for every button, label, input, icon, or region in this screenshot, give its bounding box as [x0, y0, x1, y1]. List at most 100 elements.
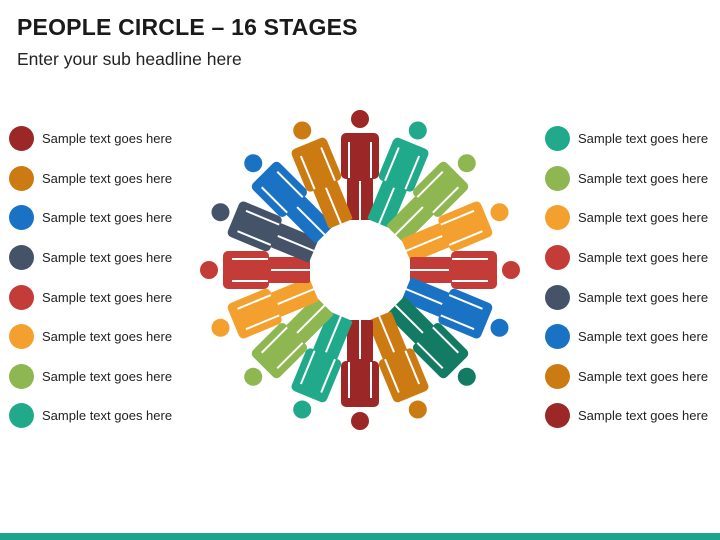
legend-label: Sample text goes here	[42, 408, 173, 424]
leg-separator	[277, 235, 315, 252]
arm-separator	[299, 350, 316, 385]
legend-label: Sample text goes here	[42, 368, 173, 384]
person-figure-stage-8	[367, 311, 429, 419]
arm-separator	[404, 155, 421, 190]
leg-separator	[378, 187, 395, 225]
legend-label: Sample text goes here	[42, 210, 173, 226]
arm-separator	[320, 358, 336, 393]
arm-separator	[299, 155, 316, 190]
legend-dot	[9, 165, 34, 191]
legend-dot	[9, 245, 34, 271]
person-head	[408, 121, 427, 140]
person-head	[457, 367, 476, 386]
arm-separator	[237, 294, 272, 310]
leg-separator	[405, 288, 443, 305]
leg-separator	[394, 304, 424, 334]
person-figure-stage-15	[244, 154, 334, 244]
person-torso	[378, 348, 429, 403]
legend-label: Sample text goes here	[578, 408, 709, 424]
legend-label: Sample text goes here	[42, 289, 173, 305]
people-circle-diagram	[200, 110, 520, 430]
legend-dot	[545, 205, 570, 231]
legend-item: Sample text goes here	[9, 317, 184, 357]
legend-item: Sample text goes here	[9, 277, 184, 317]
person-torso	[378, 137, 429, 192]
legend-dot	[9, 205, 34, 231]
legend-label: Sample text goes here	[578, 289, 709, 305]
person-figure-stage-12	[211, 277, 319, 339]
legend-left: Sample text goes here Sample text goes h…	[9, 119, 184, 436]
legend-label: Sample text goes here	[578, 368, 709, 384]
legend-dot	[545, 284, 570, 310]
person-figure-stage-13	[200, 251, 310, 289]
person-head	[293, 121, 312, 140]
person-head	[351, 110, 369, 128]
legend-dot	[9, 324, 34, 350]
legend-item: Sample text goes here	[545, 198, 720, 238]
legend-item: Sample text goes here	[545, 357, 720, 397]
leg-separator	[405, 235, 443, 252]
arm-separator	[261, 326, 288, 354]
leg-separator	[325, 315, 342, 353]
person-torso	[438, 201, 493, 252]
arm-separator	[261, 186, 288, 214]
legend-dot	[545, 363, 570, 389]
legend-label: Sample text goes here	[42, 131, 173, 147]
person-torso	[341, 133, 379, 179]
leg-separator	[296, 206, 326, 236]
arm-separator	[440, 314, 475, 331]
arm-separator	[276, 342, 304, 369]
arm-separator	[432, 326, 459, 354]
arm-separator	[416, 342, 444, 369]
person-torso	[438, 288, 493, 339]
legend-dot	[545, 165, 570, 191]
person-torso	[341, 361, 379, 407]
person-figure-stage-6	[401, 277, 509, 339]
legend-item: Sample text goes here	[9, 357, 184, 397]
person-figure-stage-3	[386, 154, 476, 244]
person-torso	[251, 322, 308, 379]
legend-label: Sample text goes here	[42, 329, 173, 345]
legend-item: Sample text goes here	[9, 238, 184, 278]
arm-separator	[237, 230, 272, 246]
person-head	[211, 203, 230, 222]
person-head	[351, 412, 369, 430]
person-figure-stage-7	[386, 296, 476, 386]
arm-separator	[384, 358, 400, 393]
person-torso	[451, 251, 497, 289]
person-torso	[227, 288, 282, 339]
legend-dot	[9, 403, 34, 429]
person-torso	[291, 137, 342, 192]
page-subtitle: Enter your sub headline here	[17, 49, 242, 69]
legend-dot	[545, 403, 570, 429]
arm-separator	[440, 209, 475, 226]
legend-item: Sample text goes here	[545, 238, 720, 278]
legend-item: Sample text goes here	[545, 277, 720, 317]
leg-separator	[296, 304, 326, 334]
legend-dot	[9, 363, 34, 389]
person-figure-stage-10	[291, 311, 353, 419]
legend-dot	[545, 324, 570, 350]
person-torso	[291, 348, 342, 403]
legend-dot	[9, 126, 34, 152]
arm-separator	[416, 171, 444, 198]
person-figure-stage-4	[401, 201, 509, 263]
arm-separator	[432, 186, 459, 214]
person-torso	[412, 161, 469, 218]
arm-separator	[276, 171, 304, 198]
legend-label: Sample text goes here	[578, 131, 709, 147]
arm-separator	[404, 350, 421, 385]
legend-dot	[9, 284, 34, 310]
legend-dot	[545, 245, 570, 271]
legend-label: Sample text goes here	[578, 329, 709, 345]
person-figure-stage-5	[410, 251, 520, 289]
arm-separator	[320, 147, 336, 182]
legend-item: Sample text goes here	[9, 159, 184, 199]
legend-item: Sample text goes here	[9, 396, 184, 436]
person-figure-stage-11	[244, 296, 334, 386]
legend-label: Sample text goes here	[578, 210, 709, 226]
arm-separator	[245, 314, 280, 331]
legend-item: Sample text goes here	[9, 198, 184, 238]
person-head	[490, 203, 509, 222]
arm-separator	[384, 147, 400, 182]
